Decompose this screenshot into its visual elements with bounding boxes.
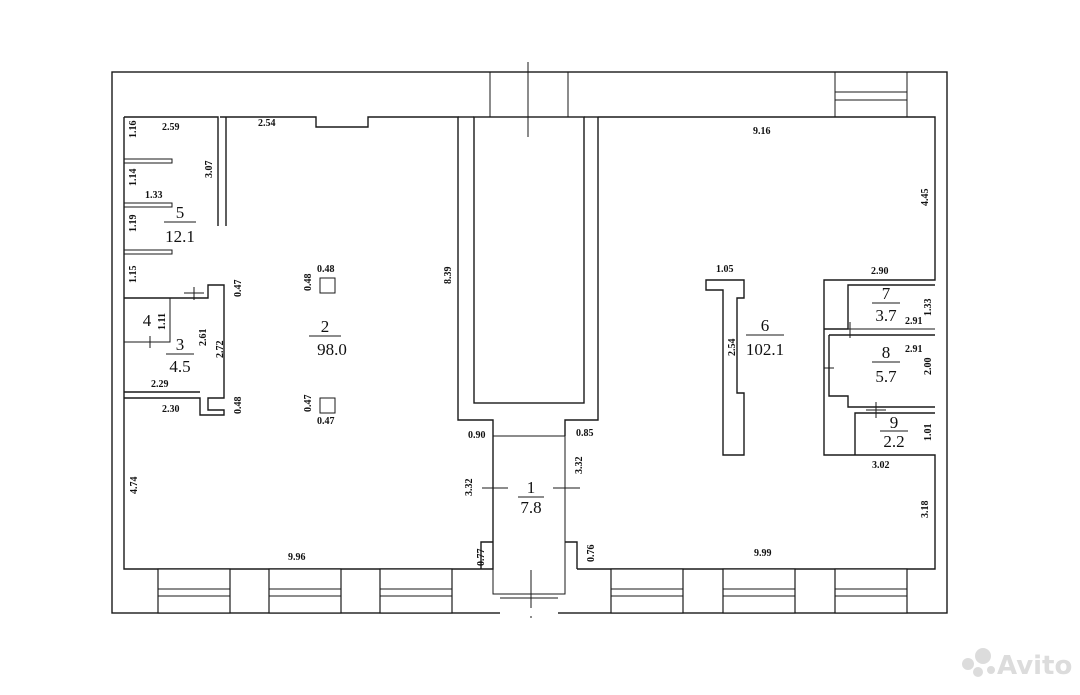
room-9-area: 2.2 bbox=[883, 432, 904, 451]
dim-3-07: 3.07 bbox=[204, 161, 215, 179]
dim-1-15: 1.15 bbox=[128, 266, 139, 284]
dim-0-47-column-side: 0.47 bbox=[303, 395, 314, 413]
dim-0-48-column-side: 0.48 bbox=[303, 274, 314, 292]
room5-top-wall bbox=[124, 116, 219, 226]
window-1 bbox=[157, 568, 231, 614]
dim-2-91-b: 2.91 bbox=[905, 344, 923, 355]
dim-2-00: 2.00 bbox=[923, 358, 934, 376]
room-2-interior-outline bbox=[124, 117, 458, 569]
room-7-number: 7 bbox=[882, 284, 891, 303]
window-2 bbox=[268, 568, 342, 614]
dim-0-85: 0.85 bbox=[576, 428, 594, 439]
left-hall-right-wall bbox=[220, 116, 494, 570]
dim-9-96: 9.96 bbox=[288, 552, 306, 563]
window-5 bbox=[722, 568, 796, 614]
right-hall-left-wall bbox=[564, 117, 599, 436]
dim-0-77: 0.77 bbox=[476, 549, 487, 567]
room-5-number: 5 bbox=[176, 203, 185, 222]
dim-3-18: 3.18 bbox=[920, 501, 931, 519]
dim-2-91-a: 2.91 bbox=[905, 316, 923, 327]
room-9-number: 9 bbox=[890, 413, 899, 432]
dim-3-02: 3.02 bbox=[872, 460, 890, 471]
entry-gap bbox=[500, 608, 558, 616]
dim-0-48-b: 0.48 bbox=[233, 397, 244, 415]
dim-0-47-a: 0.47 bbox=[233, 280, 244, 298]
dim-1-05: 1.05 bbox=[716, 264, 734, 275]
room-8-number: 8 bbox=[882, 343, 891, 362]
room-4-number: 4 bbox=[143, 311, 152, 330]
room-8-area: 5.7 bbox=[875, 367, 897, 386]
watermark-brand: Avito bbox=[997, 651, 1072, 681]
dim-2-61: 2.61 bbox=[198, 329, 209, 347]
avito-watermark: Avito bbox=[962, 648, 1072, 681]
shaft-top-box bbox=[489, 71, 569, 118]
room9-walls bbox=[854, 412, 935, 455]
dim-0-76: 0.76 bbox=[586, 545, 597, 563]
dim-3-32-left: 3.32 bbox=[464, 479, 475, 497]
room-1-number: 1 bbox=[527, 478, 536, 497]
dim-8-39: 8.39 bbox=[443, 267, 454, 285]
dim-1-01: 1.01 bbox=[923, 424, 934, 442]
dim-2-59: 2.59 bbox=[162, 122, 180, 133]
bottom-windows bbox=[157, 568, 908, 616]
room5-partition-3 bbox=[124, 249, 173, 255]
room-labels: 1 7.8 2 98.0 3 4.5 4 5 12.1 6 102.1 7 3.… bbox=[143, 203, 908, 517]
dim-3-32-right: 3.32 bbox=[574, 457, 585, 475]
dim-2-72: 2.72 bbox=[215, 341, 226, 359]
room1-wall-right-stub bbox=[565, 541, 578, 569]
dim-9-16: 9.16 bbox=[753, 126, 771, 137]
dim-0-90: 0.90 bbox=[468, 430, 486, 441]
room1-walls bbox=[480, 435, 580, 618]
dim-2-54-mid: 2.54 bbox=[727, 339, 738, 357]
central-shaft bbox=[458, 62, 598, 404]
room3-block-walls bbox=[124, 284, 225, 416]
dim-1-16: 1.16 bbox=[128, 121, 139, 139]
center-pillar bbox=[705, 279, 745, 456]
room-6-number: 6 bbox=[761, 316, 770, 335]
dim-1-19: 1.19 bbox=[128, 215, 139, 233]
room1-wall-left-stub bbox=[480, 541, 493, 569]
left-hall-outer-inner bbox=[123, 117, 458, 570]
column-1 bbox=[319, 277, 336, 294]
dim-0-47-column: 0.47 bbox=[317, 416, 335, 427]
dim-1-33: 1.33 bbox=[145, 190, 163, 201]
room5-partition-2 bbox=[124, 202, 173, 208]
window-4 bbox=[610, 568, 684, 614]
dim-9-99: 9.99 bbox=[754, 548, 772, 559]
room-1-area: 7.8 bbox=[520, 498, 541, 517]
dim-4-74: 4.74 bbox=[129, 477, 140, 495]
dim-4-45: 4.45 bbox=[920, 189, 931, 207]
dim-2-30: 2.30 bbox=[162, 404, 180, 415]
dim-0-48-column: 0.48 bbox=[317, 264, 335, 275]
dim-1-11: 1.11 bbox=[157, 313, 168, 330]
window-3 bbox=[379, 568, 453, 614]
room-7-area: 3.7 bbox=[875, 306, 897, 325]
watermark-dot-4 bbox=[987, 666, 995, 674]
outer-walls bbox=[111, 71, 948, 614]
dimension-labels: 2.59 1.16 1.14 1.33 1.19 1.15 3.07 2.54 … bbox=[128, 118, 934, 566]
dim-2-54-top: 2.54 bbox=[258, 118, 276, 129]
room-3-number: 3 bbox=[176, 335, 185, 354]
right-hall-walls bbox=[564, 71, 936, 570]
room5-partition-1 bbox=[124, 158, 173, 164]
room-3-area: 4.5 bbox=[169, 357, 190, 376]
shaft-inner-rect bbox=[473, 116, 585, 404]
dim-1-14: 1.14 bbox=[128, 169, 139, 187]
outer-wall-outer bbox=[111, 71, 948, 614]
dim-2-90: 2.90 bbox=[871, 266, 889, 277]
window-top-right bbox=[834, 71, 908, 118]
room-2-number: 2 bbox=[321, 317, 330, 336]
watermark-dot-2 bbox=[975, 648, 991, 664]
watermark-dot-3 bbox=[973, 667, 983, 677]
dim-1-33-right: 1.33 bbox=[923, 299, 934, 317]
room-6-area: 102.1 bbox=[746, 340, 784, 359]
column-2 bbox=[319, 397, 336, 414]
watermark-dot-1 bbox=[962, 658, 974, 670]
dim-2-29: 2.29 bbox=[151, 379, 169, 390]
room-2-area: 98.0 bbox=[317, 340, 347, 359]
room-5-area: 12.1 bbox=[165, 227, 195, 246]
window-6 bbox=[834, 568, 908, 614]
